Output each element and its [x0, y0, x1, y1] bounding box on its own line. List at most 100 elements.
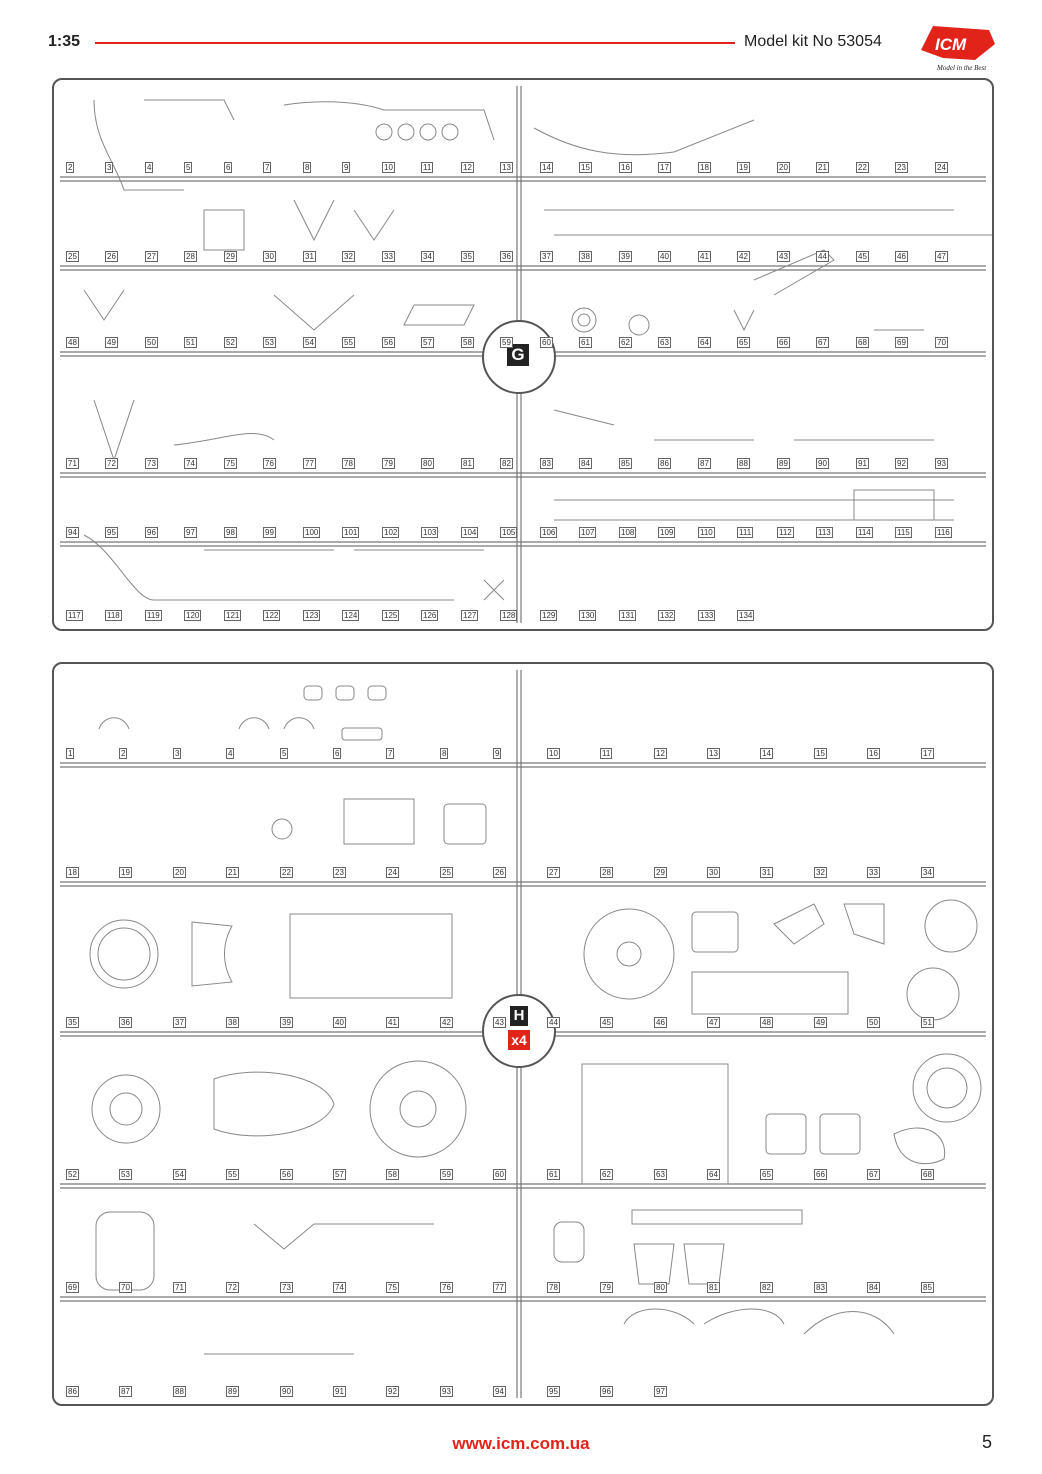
- part-number-label: 83: [540, 458, 553, 469]
- part-number-label: 29: [224, 251, 237, 262]
- part-number-label: 6: [224, 162, 233, 173]
- part-number-label: 27: [145, 251, 158, 262]
- part-number-label: 32: [342, 251, 355, 262]
- part-number-label: 23: [895, 162, 908, 173]
- part-number-label: 9: [342, 162, 351, 173]
- part-number-label: 82: [500, 458, 513, 469]
- part-number-label: 40: [333, 1017, 346, 1028]
- part-number-label: 4: [145, 162, 154, 173]
- part-number-label: 77: [493, 1282, 506, 1293]
- part-number-label: 38: [579, 251, 592, 262]
- part-number-label: 51: [184, 337, 197, 348]
- part-number-label: 131: [619, 610, 637, 621]
- part-number-label: 77: [303, 458, 316, 469]
- part-number-label: 72: [226, 1282, 239, 1293]
- part-number-label: 119: [145, 610, 162, 621]
- part-number-label: 53: [119, 1169, 132, 1180]
- part-number-label: 25: [66, 251, 79, 262]
- part-number-label: 105: [500, 527, 518, 538]
- part-number-label: 28: [184, 251, 197, 262]
- part-number-label: 123: [303, 610, 321, 621]
- website-url[interactable]: www.icm.com.ua: [452, 1434, 590, 1453]
- part-number-label: 2: [66, 162, 75, 173]
- part-number-label: 14: [760, 748, 773, 759]
- part-number-label: 62: [600, 1169, 613, 1180]
- part-number-label: 71: [66, 458, 79, 469]
- part-number-label: 19: [737, 162, 750, 173]
- part-number-label: 23: [333, 867, 346, 878]
- part-number-label: 15: [814, 748, 827, 759]
- part-number-label: 47: [707, 1017, 720, 1028]
- part-number-label: 108: [619, 527, 637, 538]
- part-number-label: 121: [224, 610, 242, 621]
- part-number-label: 5: [184, 162, 193, 173]
- part-number-label: 112: [777, 527, 794, 538]
- part-number-label: 79: [382, 458, 395, 469]
- svg-text:ICM: ICM: [935, 35, 967, 54]
- part-number-label: 42: [737, 251, 750, 262]
- part-number-label: 50: [867, 1017, 880, 1028]
- part-number-label: 12: [654, 748, 667, 759]
- part-number-label: 2: [119, 748, 128, 759]
- part-number-label: 18: [698, 162, 711, 173]
- part-number-label: 39: [619, 251, 632, 262]
- part-number-label: 22: [280, 867, 293, 878]
- part-number-label: 11: [421, 162, 434, 173]
- part-number-label: 30: [707, 867, 720, 878]
- part-number-label: 52: [66, 1169, 79, 1180]
- part-number-label: 127: [461, 610, 479, 621]
- part-number-label: 3: [173, 748, 182, 759]
- header-rule: [95, 42, 735, 44]
- sprue-h-multiplier: x4: [508, 1030, 530, 1050]
- part-number-label: 35: [66, 1017, 79, 1028]
- part-number-label: 51: [921, 1017, 934, 1028]
- part-number-label: 33: [867, 867, 880, 878]
- part-number-label: 26: [105, 251, 118, 262]
- part-number-label: 15: [579, 162, 592, 173]
- part-number-label: 106: [540, 527, 558, 538]
- part-number-label: 115: [895, 527, 912, 538]
- part-number-label: 98: [224, 527, 237, 538]
- part-number-label: 36: [119, 1017, 132, 1028]
- part-number-label: 92: [386, 1386, 399, 1397]
- part-number-label: 70: [935, 337, 948, 348]
- part-number-label: 22: [856, 162, 869, 173]
- part-number-label: 78: [342, 458, 355, 469]
- part-number-label: 62: [619, 337, 632, 348]
- part-number-label: 49: [105, 337, 118, 348]
- part-number-label: 126: [421, 610, 439, 621]
- part-number-label: 122: [263, 610, 281, 621]
- part-number-label: 67: [867, 1169, 880, 1180]
- part-number-label: 104: [461, 527, 479, 538]
- part-number-label: 24: [935, 162, 948, 173]
- part-number-label: 129: [540, 610, 558, 621]
- part-number-label: 53: [263, 337, 276, 348]
- part-number-label: 7: [386, 748, 395, 759]
- part-number-label: 6: [333, 748, 342, 759]
- part-number-label: 118: [105, 610, 122, 621]
- part-number-label: 130: [579, 610, 597, 621]
- part-number-label: 33: [382, 251, 395, 262]
- part-number-label: 81: [461, 458, 474, 469]
- part-number-label: 75: [224, 458, 237, 469]
- part-number-label: 8: [440, 748, 449, 759]
- part-number-label: 44: [547, 1017, 560, 1028]
- part-number-label: 64: [698, 337, 711, 348]
- part-number-label: 58: [461, 337, 474, 348]
- part-number-label: 90: [816, 458, 829, 469]
- part-number-label: 27: [547, 867, 560, 878]
- part-number-label: 114: [856, 527, 873, 538]
- part-number-label: 12: [461, 162, 474, 173]
- part-number-label: 113: [816, 527, 833, 538]
- part-number-label: 74: [184, 458, 197, 469]
- part-number-label: 42: [440, 1017, 453, 1028]
- part-number-label: 64: [707, 1169, 720, 1180]
- part-number-label: 66: [777, 337, 790, 348]
- part-number-label: 50: [145, 337, 158, 348]
- part-number-label: 91: [856, 458, 869, 469]
- part-number-label: 4: [226, 748, 235, 759]
- sprue-g-letter: G: [507, 344, 529, 366]
- part-number-label: 14: [540, 162, 553, 173]
- part-number-label: 124: [342, 610, 360, 621]
- part-number-label: 80: [654, 1282, 667, 1293]
